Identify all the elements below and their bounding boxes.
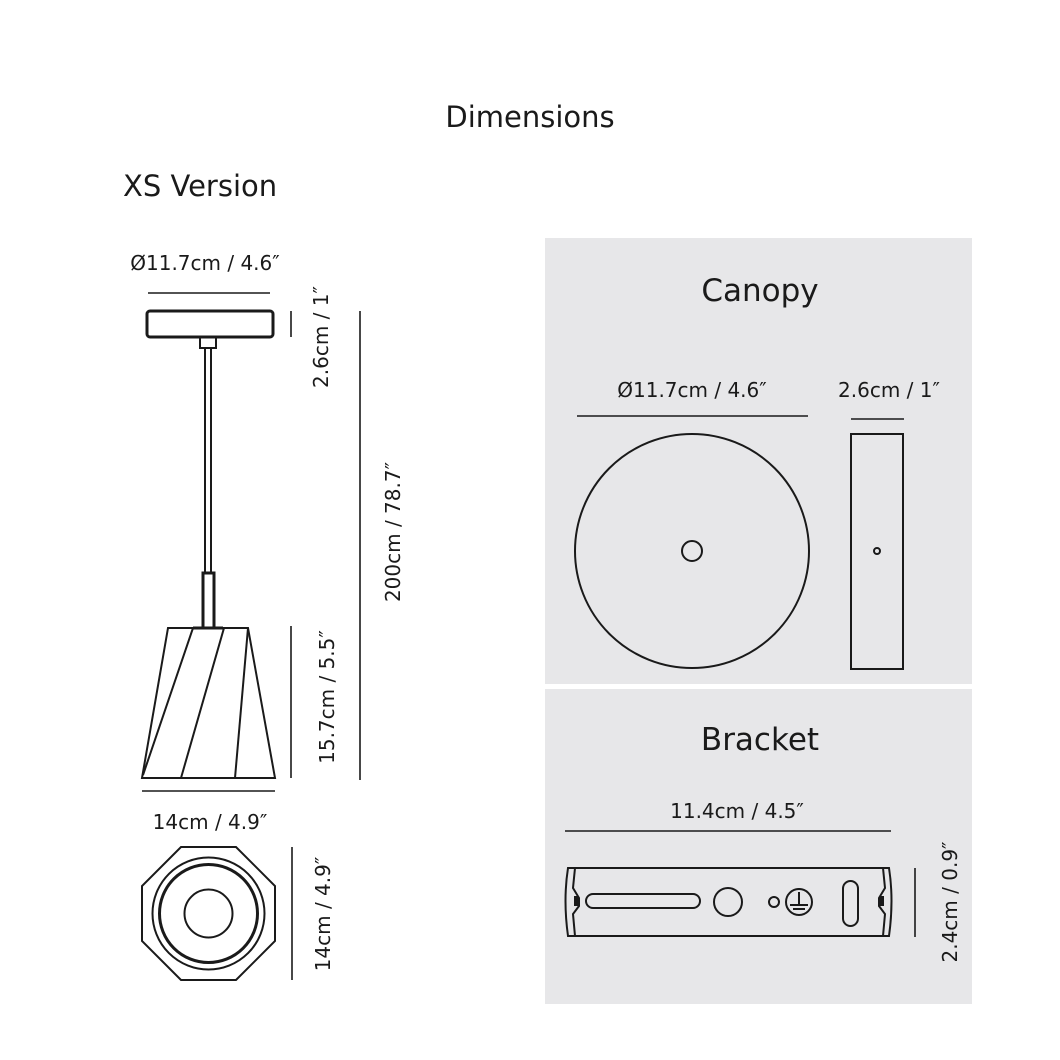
canopy-center-hole bbox=[681, 540, 703, 562]
socket bbox=[201, 571, 216, 630]
bottom-depth-label: 14cm / 4.9″ bbox=[311, 857, 335, 972]
canopy-side-hole bbox=[873, 547, 881, 555]
canopy-height-label: 2.6cm / 1″ bbox=[309, 286, 333, 388]
shade-shape bbox=[140, 627, 277, 779]
cord bbox=[204, 347, 212, 574]
pendant-side-view: Ø11.7cm / 4.6″ 2.6cm / 1″ 200cm / 78.7″ … bbox=[130, 251, 405, 834]
canopy-top-circle bbox=[574, 433, 810, 669]
pendant-bottom-view: 14cm / 4.9″ bbox=[141, 846, 335, 981]
total-height-label: 200cm / 78.7″ bbox=[381, 462, 405, 602]
bracket-length-label: 11.4cm / 4.5″ bbox=[670, 799, 804, 823]
canopy-title: Canopy bbox=[701, 273, 818, 309]
page-title: Dimensions bbox=[445, 100, 614, 134]
bracket-panel: Bracket 11.4cm / 4.5″ 2.4cm / 0.9″ bbox=[545, 689, 972, 1004]
canopy-panel-diameter-label: Ø11.7cm / 4.6″ bbox=[617, 378, 766, 402]
bracket-shape bbox=[564, 867, 893, 937]
bracket-height-label: 2.4cm / 0.9″ bbox=[938, 841, 962, 962]
canopy-panel-height-label: 2.6cm / 1″ bbox=[838, 378, 940, 402]
canopy-diameter-label: Ø11.7cm / 4.6″ bbox=[130, 251, 279, 275]
bracket-title: Bracket bbox=[701, 722, 819, 758]
version-label: XS Version bbox=[123, 169, 277, 203]
canopy-shape bbox=[145, 309, 275, 339]
shade-width-label: 14cm / 4.9″ bbox=[153, 810, 268, 834]
canopy-connector bbox=[199, 336, 217, 349]
shade-height-label: 15.7cm / 5.5″ bbox=[315, 630, 339, 764]
ground-icon bbox=[785, 888, 813, 916]
canopy-panel: Canopy Ø11.7cm / 4.6″ 2.6cm / 1″ bbox=[545, 238, 972, 684]
canopy-side-rect bbox=[850, 433, 904, 670]
